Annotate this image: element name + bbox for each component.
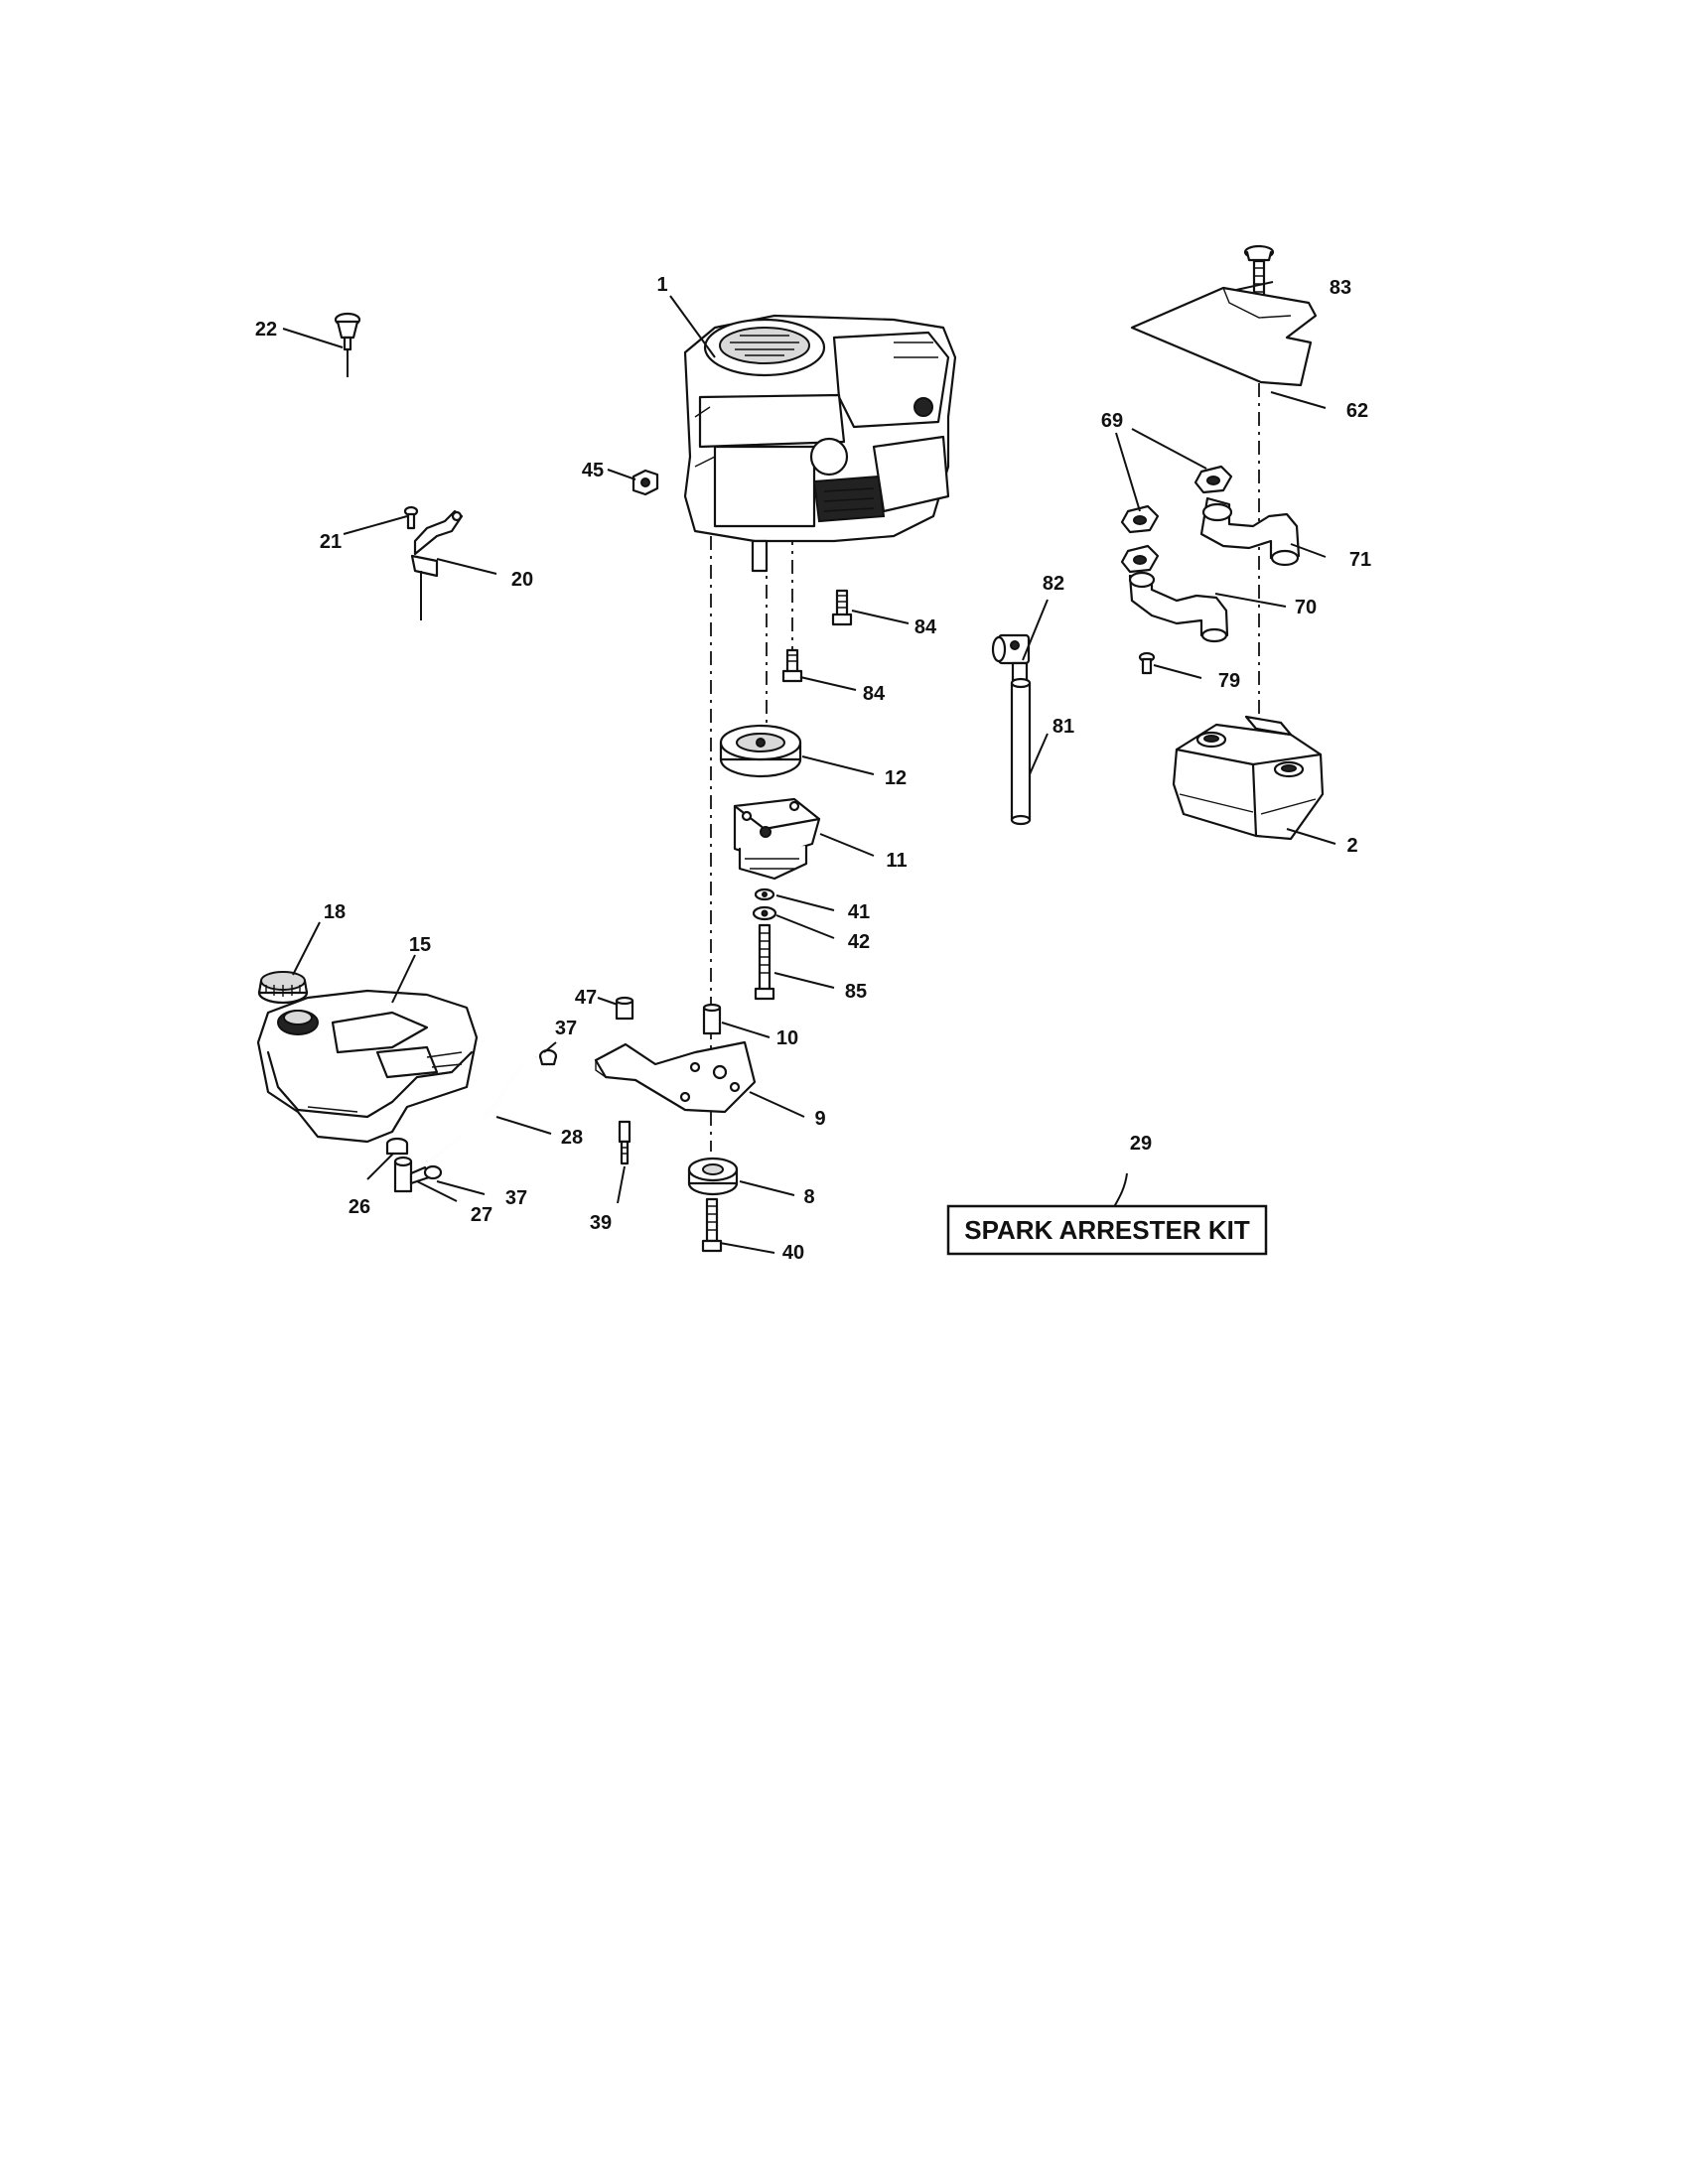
engine-part [683, 314, 957, 573]
gasket-69-left [1120, 504, 1160, 534]
spark-arrester-kit-box: SPARK ARRESTER KIT [946, 1204, 1268, 1256]
callout-47: 47 [575, 987, 597, 1009]
washer-41 [754, 887, 775, 901]
callout-71: 71 [1349, 549, 1371, 571]
callout-2: 2 [1346, 835, 1357, 857]
bolt-84-upper [831, 589, 853, 626]
bolt-39 [618, 1120, 632, 1165]
fuel-valve-27 [393, 1156, 431, 1193]
callout-12: 12 [885, 767, 907, 789]
callout-79: 79 [1218, 670, 1240, 692]
fuel-line-28 [426, 1055, 537, 1163]
callout-84-lower: 84 [863, 683, 886, 705]
bolt-85 [754, 923, 775, 1001]
clutch-11 [733, 797, 821, 881]
callout-8: 8 [803, 1186, 814, 1208]
callout-26: 26 [349, 1196, 370, 1218]
callout-20: 20 [511, 569, 533, 591]
callout-28: 28 [561, 1127, 583, 1149]
throttle-bracket-20 [410, 509, 464, 620]
fuel-cap-18 [257, 971, 309, 1005]
pulley-12 [719, 724, 802, 778]
callout-10: 10 [776, 1027, 798, 1049]
leader-lines [282, 281, 1336, 1254]
callout-40: 40 [782, 1242, 804, 1264]
exhaust-pipe-71 [1199, 496, 1301, 567]
heat-shield-62 [1130, 286, 1318, 387]
muffler-2 [1172, 715, 1325, 841]
screw-79 [1138, 651, 1156, 675]
callout-39: 39 [590, 1212, 612, 1234]
nut-45 [632, 469, 659, 496]
callout-84-upper: 84 [914, 616, 937, 638]
callout-37-upper: 37 [555, 1018, 577, 1039]
washer-42 [752, 905, 777, 921]
clamp-37-upper [538, 1048, 558, 1066]
spark-arrester-kit-label: SPARK ARRESTER KIT [964, 1215, 1250, 1245]
callout-70: 70 [1295, 597, 1317, 618]
callout-29: 29 [1130, 1133, 1152, 1155]
callout-82: 82 [1043, 573, 1064, 595]
idler-pulley-8 [687, 1157, 739, 1196]
callout-45: 45 [582, 460, 604, 481]
spacer-10 [702, 1003, 722, 1035]
callout-62: 62 [1346, 400, 1368, 422]
callout-27: 27 [471, 1204, 492, 1226]
callout-18: 18 [324, 901, 346, 923]
bolt-40 [701, 1197, 723, 1253]
clamp-37-lower [423, 1164, 443, 1180]
callout-11: 11 [886, 850, 907, 872]
callout-9: 9 [814, 1108, 825, 1130]
fitting-82 [991, 633, 1031, 682]
fuel-tank-15 [256, 989, 479, 1144]
tube-81 [1010, 677, 1032, 826]
callout-81: 81 [1052, 716, 1074, 738]
callout-83: 83 [1330, 277, 1351, 299]
callout-37-lower: 37 [505, 1187, 527, 1209]
screw-21 [403, 505, 419, 530]
gasket-69-upper [1193, 465, 1233, 494]
gasket-69-lower [1120, 544, 1160, 574]
bushing-26 [385, 1137, 409, 1156]
callout-41: 41 [848, 901, 870, 923]
callout-22: 22 [255, 319, 277, 341]
cap-47 [615, 996, 634, 1021]
callout-85: 85 [845, 981, 867, 1003]
exhaust-pipe-70 [1128, 571, 1229, 643]
callout-1: 1 [656, 274, 667, 296]
idler-bracket-9 [594, 1040, 757, 1114]
callout-69: 69 [1101, 410, 1123, 432]
callout-21: 21 [320, 531, 342, 553]
dipstick-22 [334, 312, 361, 377]
callout-labels: 1 45 84 84 12 11 41 42 85 10 47 9 39 8 4… [255, 274, 1371, 1264]
callout-42: 42 [848, 931, 870, 953]
callout-15: 15 [409, 934, 431, 956]
bolt-84-lower [781, 648, 803, 683]
